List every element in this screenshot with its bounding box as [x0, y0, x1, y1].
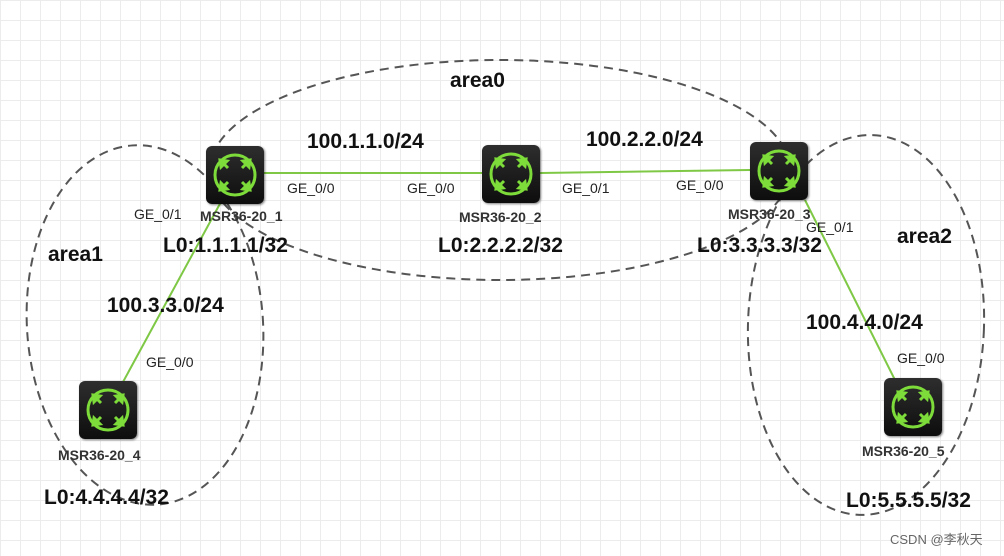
- port-r2-ge00: GE_0/0: [407, 180, 455, 196]
- router-icon: [891, 385, 935, 429]
- router-r2[interactable]: [482, 145, 540, 203]
- router-r4-loopback: L0:4.4.4.4/32: [44, 486, 169, 509]
- router-icon: [489, 152, 533, 196]
- router-icon: [757, 149, 801, 193]
- router-r3-name: MSR36-20_3: [728, 206, 811, 222]
- router-r5[interactable]: [884, 378, 942, 436]
- router-r1-loopback: L0:1.1.1.1/32: [163, 234, 288, 257]
- area1-outline: [25, 144, 265, 506]
- port-r1-ge01: GE_0/1: [134, 206, 182, 222]
- area2-label: area2: [897, 225, 952, 248]
- network-r2-r3: 100.2.2.0/24: [586, 128, 703, 151]
- network-r1-r2: 100.1.1.0/24: [307, 130, 424, 153]
- link-r3-r5[interactable]: [804, 199, 896, 381]
- router-icon: [86, 388, 130, 432]
- port-r2-ge01: GE_0/1: [562, 180, 610, 196]
- router-icon: [213, 153, 257, 197]
- link-r2-r3[interactable]: [539, 169, 751, 174]
- area0-label: area0: [450, 69, 505, 92]
- port-r3-ge00: GE_0/0: [676, 177, 724, 193]
- network-r3-r5: 100.4.4.0/24: [806, 311, 923, 334]
- router-r3-loopback: L0:3.3.3.3/32: [697, 234, 822, 257]
- area1-label: area1: [48, 243, 103, 266]
- router-r2-loopback: L0:2.2.2.2/32: [438, 234, 563, 257]
- router-r5-name: MSR36-20_5: [862, 443, 945, 459]
- port-r3-ge01: GE_0/1: [806, 219, 854, 235]
- router-r2-name: MSR36-20_2: [459, 209, 542, 225]
- network-r1-r4: 100.3.3.0/24: [107, 294, 224, 317]
- router-r1[interactable]: [206, 146, 264, 204]
- port-r4-ge00: GE_0/0: [146, 354, 194, 370]
- router-r3[interactable]: [750, 142, 808, 200]
- router-r4[interactable]: [79, 381, 137, 439]
- router-r1-name: MSR36-20_1: [200, 208, 283, 224]
- watermark: CSDN @李秋天: [890, 532, 983, 547]
- port-r5-ge00: GE_0/0: [897, 350, 945, 366]
- router-r4-name: MSR36-20_4: [58, 447, 141, 463]
- link-r1-r4[interactable]: [122, 199, 223, 383]
- area2-outline: [746, 134, 986, 516]
- router-r5-loopback: L0:5.5.5.5/32: [846, 489, 971, 512]
- port-r1-ge00: GE_0/0: [287, 180, 335, 196]
